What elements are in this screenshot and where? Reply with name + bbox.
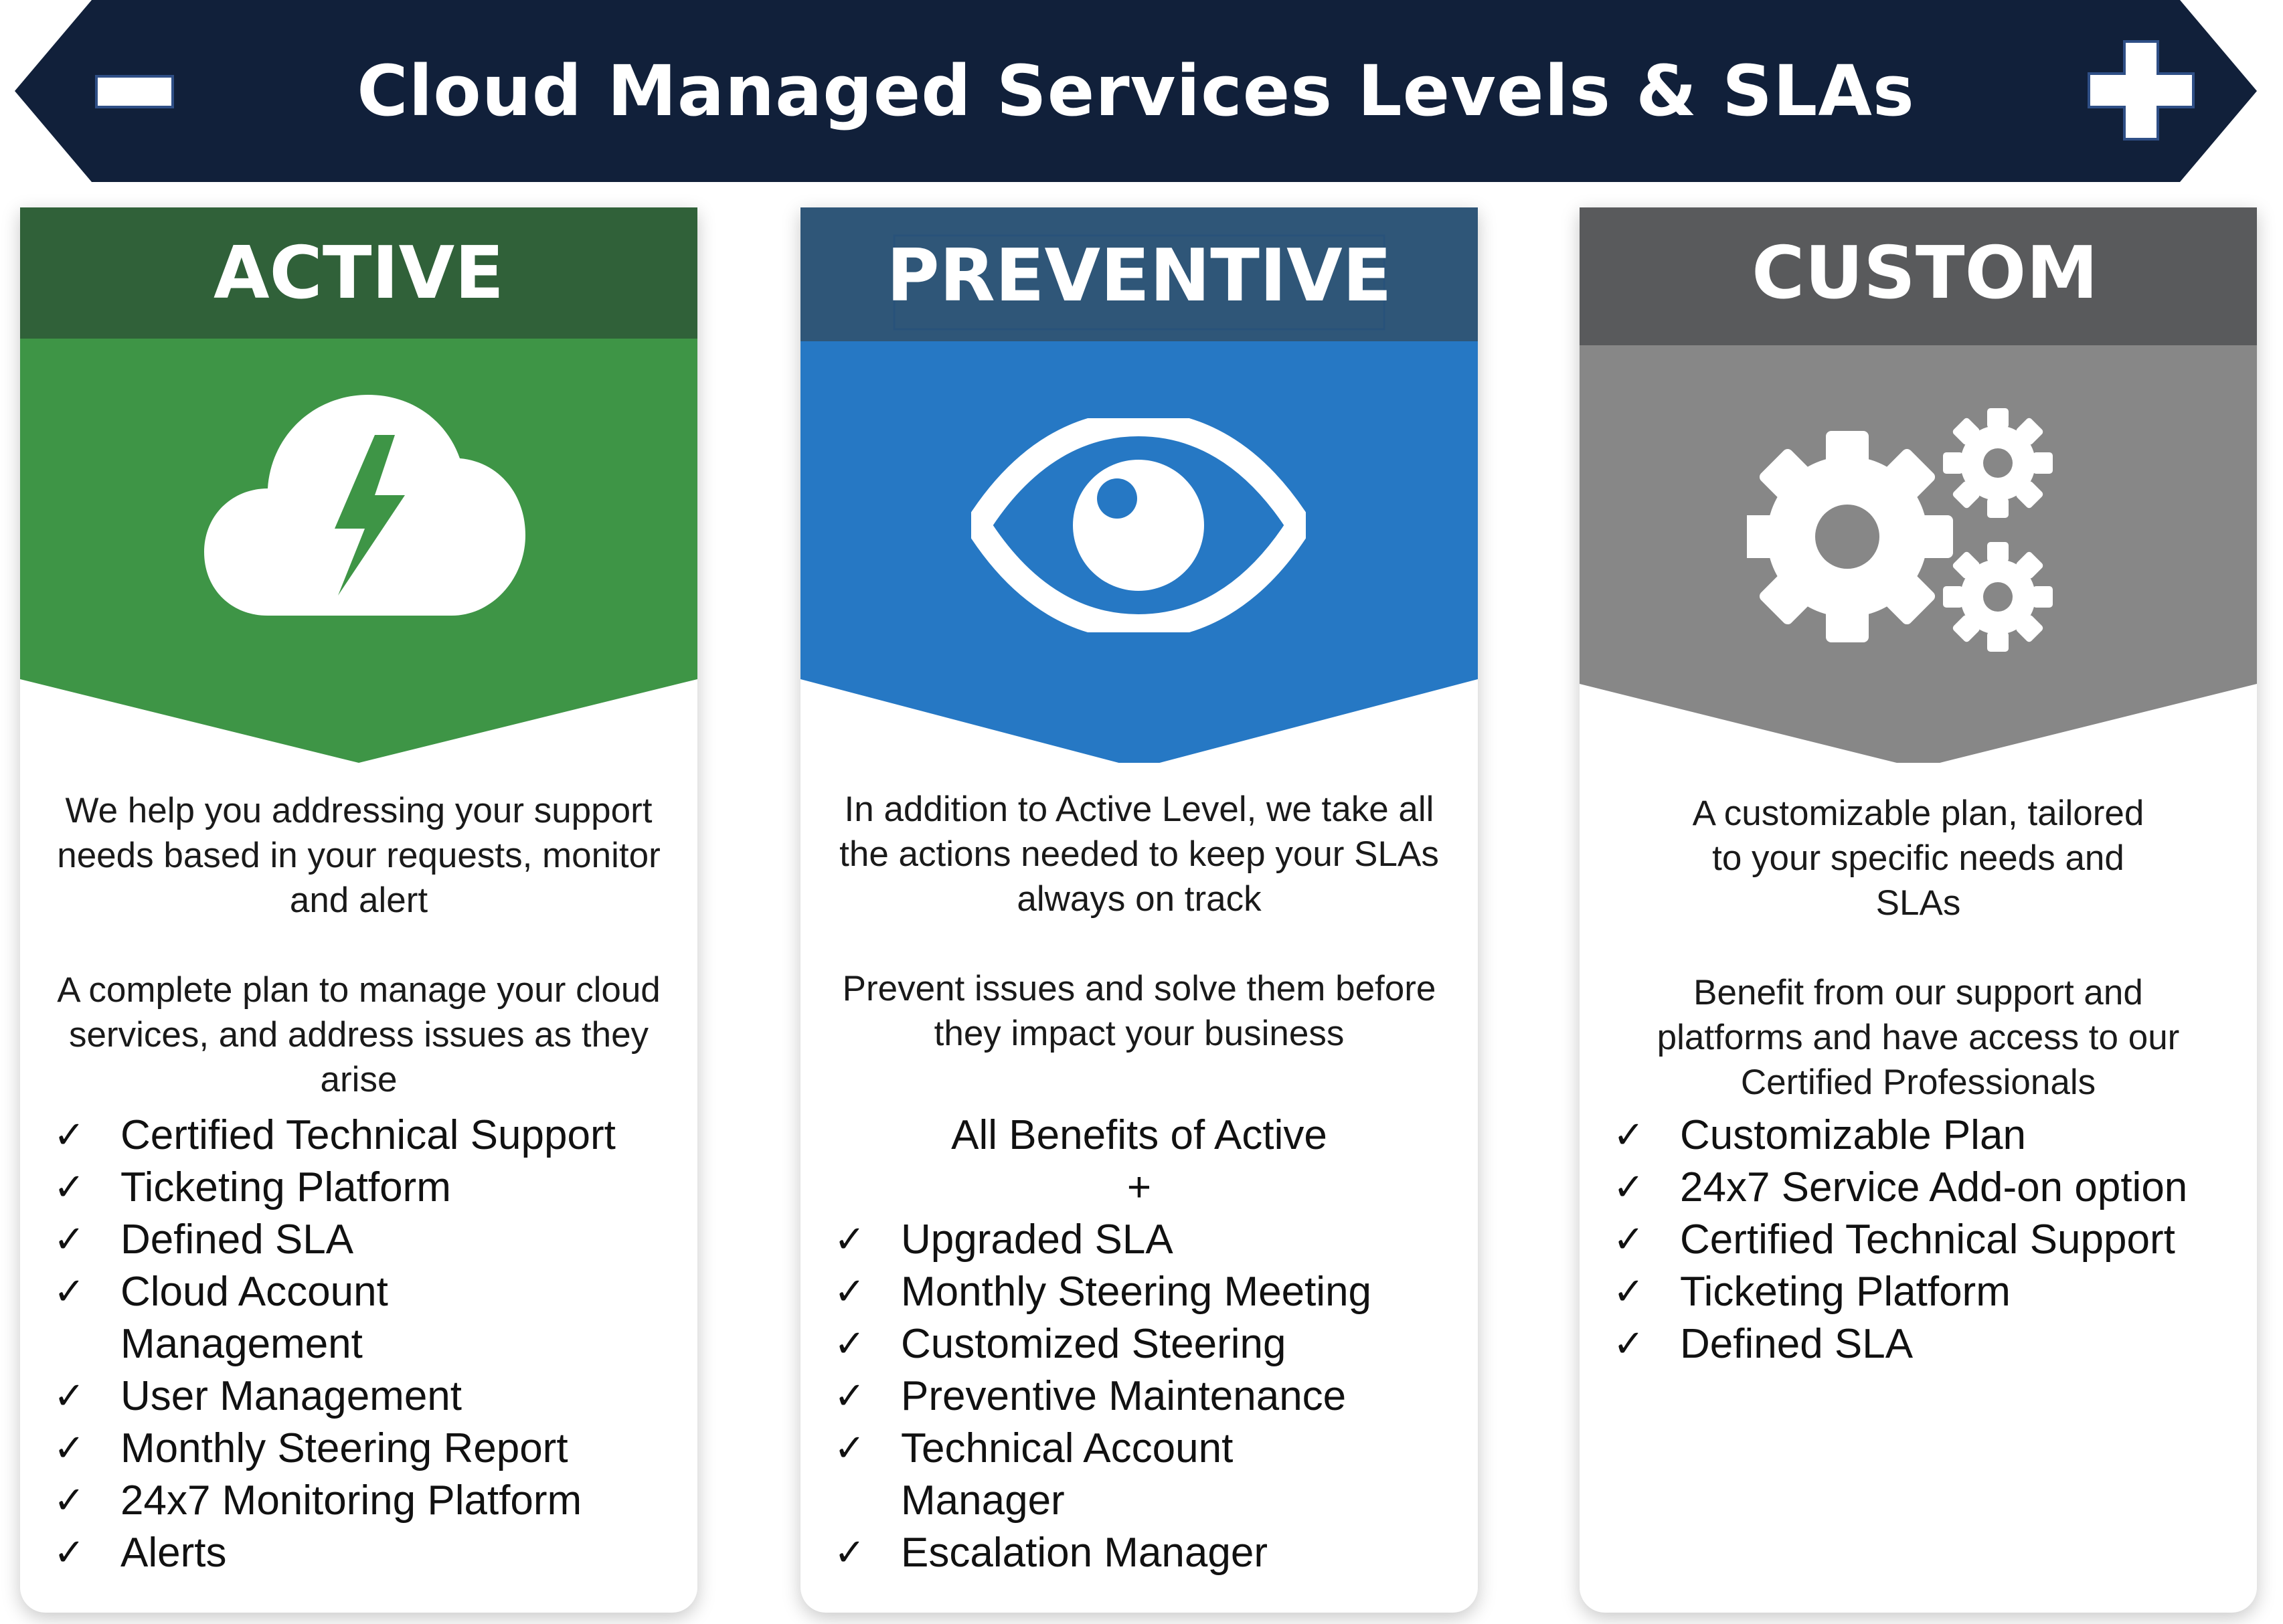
feature-label: Preventive Maintenance: [901, 1373, 1347, 1419]
check-icon: ✓: [54, 1479, 85, 1522]
list-item: ✓ Upgraded SLA: [834, 1214, 1463, 1266]
feature-label: Escalation Manager: [901, 1530, 1268, 1576]
feature-label: Defined SLA: [120, 1216, 354, 1263]
feature-list: ✓ Certified Technical Support ✓ Ticketing …: [54, 1109, 683, 1579]
header-banner: Cloud Managed Services Levels & SLAs: [15, 0, 2257, 182]
check-icon: ✓: [1613, 1166, 1644, 1209]
list-item: ✓ Monthly Steering Report: [54, 1423, 683, 1475]
check-icon: ✓: [1613, 1270, 1644, 1314]
list-item: ✓ Ticketing Platform: [1613, 1266, 2242, 1318]
description-line: Prevent issues and solve them before the…: [842, 969, 1436, 1053]
check-icon: ✓: [1613, 1322, 1644, 1366]
list-item: ✓ Customizable Plan: [1613, 1109, 2242, 1162]
feature-label: Cloud Account Management: [120, 1269, 388, 1367]
benefits-heading: All Benefits of Active: [951, 1112, 1327, 1158]
check-icon: ✓: [1613, 1218, 1644, 1261]
feature-label: Customized Steering: [901, 1321, 1286, 1367]
feature-label: Monthly Steering Report: [120, 1425, 568, 1471]
check-icon: ✓: [834, 1218, 865, 1261]
feature-label: 24x7 Service Add-on option: [1680, 1164, 2188, 1210]
card-preventive: PREVENTIVE In addition to Active Level, …: [800, 207, 1478, 1613]
card-title: ACTIVE: [213, 231, 505, 315]
check-icon: ✓: [834, 1531, 865, 1574]
banner-shape: [15, 0, 2257, 182]
list-item: ✓ Preventive Maintenance: [834, 1370, 1463, 1423]
check-icon: ✓: [54, 1270, 85, 1314]
card-description: We help you addressing your support need…: [40, 788, 677, 1102]
list-item: ✓ Certified Technical Support: [54, 1109, 683, 1162]
check-icon: ✓: [54, 1374, 85, 1418]
check-icon: ✓: [54, 1531, 85, 1574]
feature-label: User Management: [120, 1373, 462, 1419]
feature-label: Monthly Steering Meeting: [901, 1269, 1372, 1315]
card-description: In addition to Active Level, we take all…: [821, 787, 1458, 1056]
description-line: In addition to Active Level, we take all…: [839, 790, 1439, 919]
check-icon: ✓: [1613, 1113, 1644, 1157]
list-item: ✓ 24x7 Service Add-on option: [1613, 1162, 2242, 1214]
list-item: ✓ 24x7 Monitoring Platform: [54, 1475, 683, 1527]
card-custom: CUSTOM: [1580, 207, 2257, 1613]
check-icon: ✓: [834, 1322, 865, 1366]
check-icon: ✓: [54, 1218, 85, 1261]
cloud-lightning-icon: [204, 395, 525, 626]
check-icon: ✓: [54, 1166, 85, 1209]
list-item: ✓ Alerts: [54, 1527, 683, 1579]
feature-list: ✓Upgraded SLA ✓Monthly Steering Meeting …: [834, 1214, 1463, 1579]
description-line: A complete plan to manage your cloud ser…: [57, 970, 661, 1099]
check-icon: ✓: [834, 1374, 865, 1418]
feature-label: Technical Account Manager: [901, 1425, 1234, 1524]
list-item: ✓ Cloud Account Management: [54, 1266, 683, 1370]
check-icon: ✓: [834, 1270, 865, 1314]
list-item: ✓ Ticketing Platform: [54, 1162, 683, 1214]
feature-label: Certified Technical Support: [1680, 1216, 2175, 1263]
card-active: ACTIVE We help you addressing your suppo…: [20, 207, 697, 1613]
feature-label: Ticketing Platform: [120, 1164, 451, 1210]
list-item: ✓ Defined SLA: [1613, 1318, 2242, 1370]
check-icon: ✓: [54, 1113, 85, 1157]
list-item: ✓ Defined SLA: [54, 1214, 683, 1266]
feature-label: Certified Technical Support: [120, 1112, 616, 1158]
gears-icon: [1742, 408, 2061, 666]
page-title: Cloud Managed Services Levels & SLAs: [357, 50, 1915, 132]
list-item: ✓ Monthly Steering Meeting: [834, 1266, 1463, 1318]
description-line: Benefit from our support and platforms a…: [1657, 973, 2180, 1102]
description-line: We help you addressing your support need…: [57, 791, 661, 920]
check-icon: ✓: [834, 1427, 865, 1470]
feature-label: 24x7 Monitoring Platform: [120, 1477, 582, 1524]
description-line: A customizable plan, tailored to your sp…: [1692, 794, 2144, 923]
card-title: PREVENTIVE: [886, 234, 1392, 318]
feature-label: Customizable Plan: [1680, 1112, 2026, 1158]
eye-icon: [962, 410, 1315, 640]
feature-label: Ticketing Platform: [1680, 1269, 2011, 1315]
list-item: ✓ User Management: [54, 1370, 683, 1423]
benefits-plus: +: [1126, 1164, 1152, 1210]
feature-list: ✓ Customizable Plan ✓ 24x7 Service Add-on …: [1613, 1109, 2242, 1370]
list-item: ✓ Escalation Manager: [834, 1527, 1463, 1579]
feature-label: Defined SLA: [1680, 1321, 1914, 1367]
list-item: ✓ Customized Steering: [834, 1318, 1463, 1370]
card-custom-band: [1580, 207, 2257, 763]
feature-label: Upgraded SLA: [901, 1216, 1173, 1263]
list-item: ✓ Certified Technical Support: [1613, 1214, 2242, 1266]
card-description: A customizable plan, tailored to your sp…: [1600, 791, 2237, 1105]
list-item: ✓ Technical Account Manager: [834, 1423, 1463, 1527]
card-title: CUSTOM: [1752, 231, 2098, 315]
check-icon: ✓: [54, 1427, 85, 1470]
feature-label: Alerts: [120, 1530, 227, 1576]
